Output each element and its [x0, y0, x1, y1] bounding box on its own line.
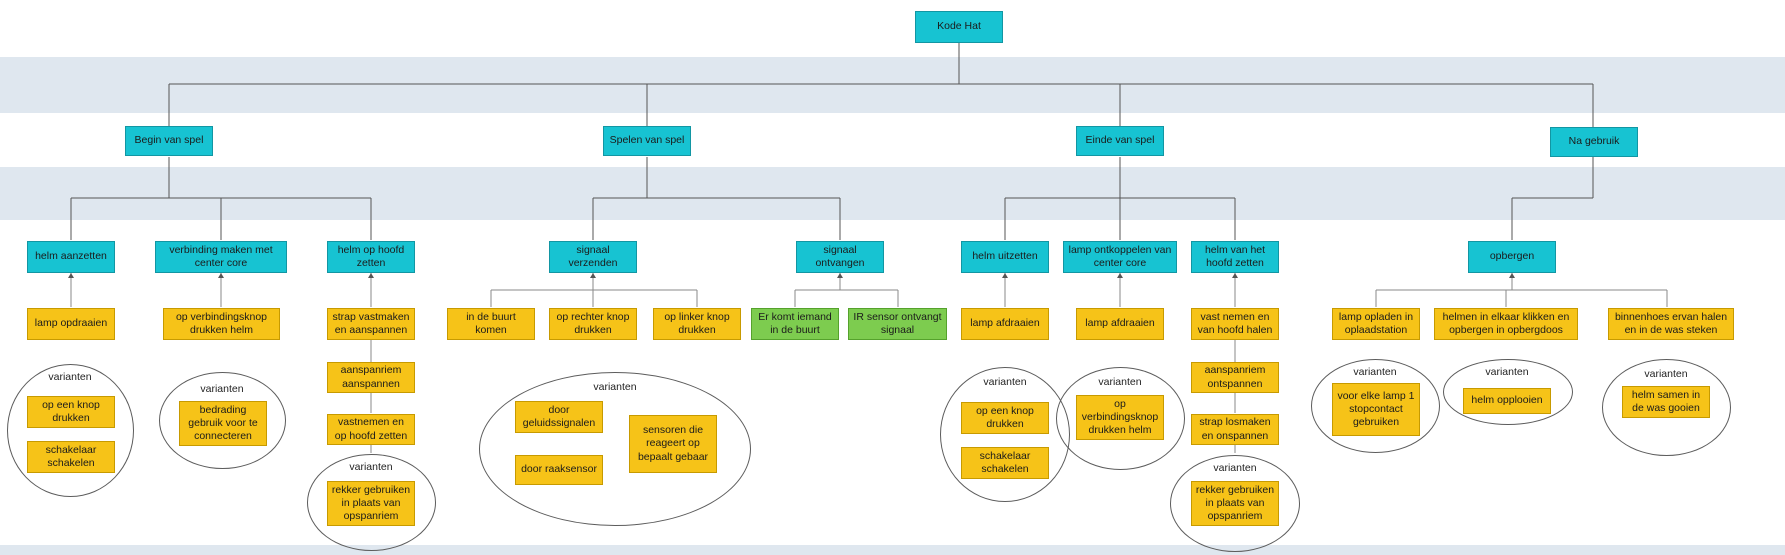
helm-aanzetten-node: helm aanzetten: [27, 241, 115, 273]
variants-oval: [159, 372, 286, 469]
opbergen-node: opbergen: [1468, 241, 1556, 273]
lamp-afdraaien-node: lamp afdraaien: [961, 308, 1049, 340]
variants-label: varianten: [200, 383, 244, 395]
variant-node: door geluidssignalen: [515, 401, 603, 433]
phase-na-node: Na gebruik: [1550, 127, 1638, 157]
variants-label: varianten: [593, 381, 637, 393]
variant-node: sensoren die reageert op bepaalt gebaar: [629, 415, 717, 473]
strap-vastmaken-node: strap vastmaken en aanspannen: [327, 308, 415, 340]
lamp-ontkoppelen-node: lamp ontkoppelen van center core: [1063, 241, 1177, 273]
variant-node: voor elke lamp 1 stopcontact gebruiken: [1332, 383, 1420, 436]
variants-oval: [7, 364, 134, 497]
variant-node: helm samen in de was gooien: [1622, 386, 1710, 418]
signaal-ontvangen-node: signaal ontvangen: [796, 241, 884, 273]
verbinding-node: verbinding maken met center core: [155, 241, 287, 273]
variants-label: varianten: [1353, 366, 1397, 378]
lamp-opdraaien-node: lamp opdraaien: [27, 308, 115, 340]
vastnemen-node: vastnemen en op hoofd zetten: [327, 414, 415, 445]
variant-node: op verbindingsknop drukken helm: [1076, 395, 1164, 440]
background-band: [0, 545, 1785, 555]
variant-node: schakelaar schakelen: [961, 447, 1049, 479]
variants-label: varianten: [48, 371, 92, 383]
variants-oval: [1602, 359, 1731, 456]
variant-node: rekker gebruiken in plaats van opspanrie…: [327, 481, 415, 526]
variant-node: bedrading gebruik voor te connecteren: [179, 401, 267, 446]
vast-nemen-node: vast nemen en van hoofd halen: [1191, 308, 1279, 340]
variants-label: varianten: [349, 461, 393, 473]
variant-node: door raaksensor: [515, 455, 603, 485]
linker-knop-node: op linker knop drukken: [653, 308, 741, 340]
variant-node: rekker gebruiken in plaats van opspanrie…: [1191, 481, 1279, 526]
helm-uitzetten-node: helm uitzetten: [961, 241, 1049, 273]
helm-op-hoofd-node: helm op hoofd zetten: [327, 241, 415, 273]
variants-label: varianten: [1098, 376, 1142, 388]
phase-spelen-node: Spelen van spel: [603, 126, 691, 156]
helm-van-hoofd-node: helm van het hoofd zetten: [1191, 241, 1279, 273]
variant-node: op een knop drukken: [27, 396, 115, 428]
in-de-buurt-node: in de buurt komen: [447, 308, 535, 340]
variants-label: varianten: [983, 376, 1027, 388]
aanspanriem-node: aanspanriem aanspannen: [327, 362, 415, 393]
variant-node: helm opplooien: [1463, 388, 1551, 414]
variants-label: varianten: [1485, 366, 1529, 378]
background-band: [0, 57, 1785, 113]
variants-oval: [479, 372, 751, 526]
variants-oval: [1170, 455, 1300, 552]
variants-label: varianten: [1213, 462, 1257, 474]
variants-oval: [1056, 367, 1185, 470]
variants-oval: [307, 454, 436, 551]
background-band: [0, 167, 1785, 220]
phase-begin-node: Begin van spel: [125, 126, 213, 156]
aanspanriem-ontspannen-node: aanspanriem ontspannen: [1191, 362, 1279, 393]
root-node: Kode Hat: [915, 11, 1003, 43]
variants-label: varianten: [1644, 368, 1688, 380]
strap-losmaken-node: strap losmaken en onspannen: [1191, 414, 1279, 445]
variants-oval: [1443, 359, 1573, 425]
ir-sensor-node: IR sensor ontvangt signaal: [848, 308, 947, 340]
variant-node: schakelaar schakelen: [27, 441, 115, 473]
phase-einde-node: Einde van spel: [1076, 126, 1164, 156]
lamp-afdraaien-node: lamp afdraaien: [1076, 308, 1164, 340]
er-komt-node: Er komt iemand in de buurt: [751, 308, 839, 340]
binnenhoes-node: binnenhoes ervan halen en in de was stek…: [1608, 308, 1734, 340]
signaal-verzenden-node: signaal verzenden: [549, 241, 637, 273]
variant-node: op een knop drukken: [961, 402, 1049, 434]
variants-oval: [1311, 359, 1440, 453]
helmen-klikken-node: helmen in elkaar klikken en opbergen in …: [1434, 308, 1578, 340]
op-verbindingsknop-node: op verbindingsknop drukken helm: [163, 308, 280, 340]
lamp-opladen-node: lamp opladen in oplaadstation: [1332, 308, 1420, 340]
rechter-knop-node: op rechter knop drukken: [549, 308, 637, 340]
